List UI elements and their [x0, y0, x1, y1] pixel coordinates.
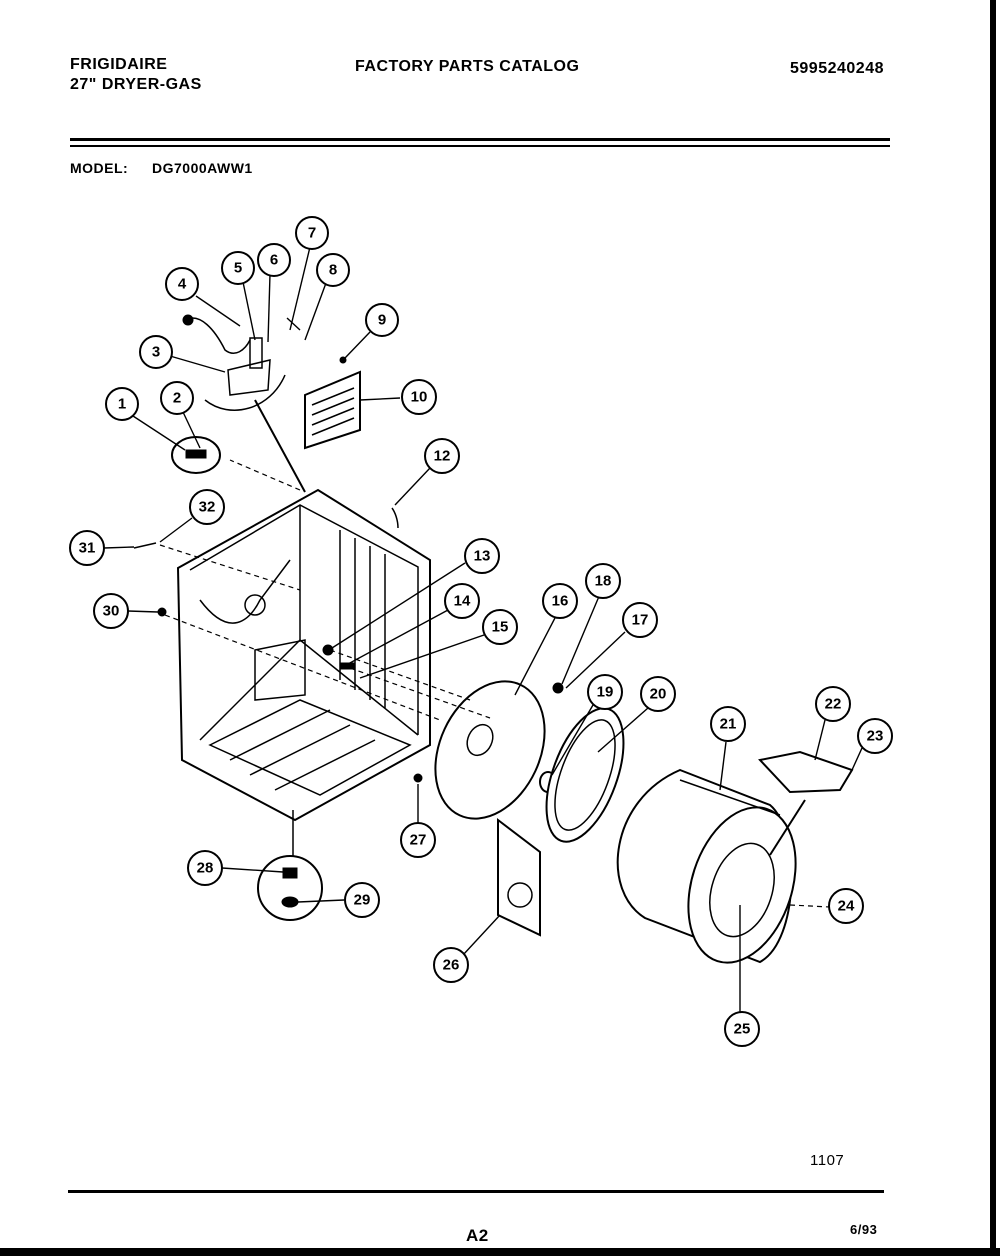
callout-2: 2	[160, 381, 194, 415]
callout-1: 1	[105, 387, 139, 421]
callout-label: 2	[173, 390, 181, 407]
callout-label: 10	[411, 389, 428, 406]
header-rule-top	[70, 138, 890, 141]
callout-label: 9	[378, 312, 386, 329]
callout-23: 23	[857, 718, 893, 754]
cabinet-assembly	[176, 399, 431, 822]
callout-label: 14	[454, 593, 471, 610]
callout-label: 3	[152, 344, 160, 361]
callout-7: 7	[295, 216, 329, 250]
callout-label: 8	[329, 262, 337, 279]
callout-label: 32	[199, 499, 216, 516]
callout-25: 25	[724, 1011, 760, 1047]
callout-5: 5	[221, 251, 255, 285]
figure-number: 1107	[810, 1152, 845, 1169]
callout-3: 3	[139, 335, 173, 369]
leveling-leg	[257, 810, 323, 921]
callout-label: 12	[434, 448, 451, 465]
callout-9: 9	[365, 303, 399, 337]
callout-label: 4	[178, 276, 187, 293]
callout-26: 26	[433, 947, 469, 983]
callout-19: 19	[587, 674, 623, 710]
catalog-number: 5995240248	[790, 60, 884, 77]
callout-label: 16	[552, 593, 569, 610]
callout-label: 31	[79, 540, 96, 557]
revision-date: 6/93	[850, 1222, 878, 1237]
callout-label: 26	[443, 957, 460, 974]
top-parts	[133, 314, 399, 670]
callout-label: 1	[118, 396, 126, 413]
callout-label: 30	[103, 603, 120, 620]
callout-leaders	[103, 246, 863, 1012]
callout-8: 8	[316, 253, 350, 287]
model-label: MODEL:	[70, 160, 129, 176]
callout-4: 4	[165, 267, 199, 301]
callout-label: 23	[867, 728, 884, 745]
drum-assembly	[616, 750, 854, 964]
callout-32: 32	[189, 489, 225, 525]
callout-14: 14	[444, 583, 480, 619]
product-name: 27" DRYER-GAS	[70, 76, 202, 93]
callout-28: 28	[187, 850, 223, 886]
callout-label: 24	[838, 898, 855, 915]
callout-label: 22	[825, 696, 842, 713]
callout-24: 24	[828, 888, 864, 924]
callout-20: 20	[640, 676, 676, 712]
callout-label: 17	[632, 612, 649, 629]
callout-label: 27	[410, 832, 427, 849]
callout-label: 29	[354, 892, 371, 909]
callout-13: 13	[464, 538, 500, 574]
page-code: A2	[466, 1226, 489, 1245]
callout-label: 5	[234, 260, 242, 277]
callout-29: 29	[344, 882, 380, 918]
callout-30: 30	[93, 593, 129, 629]
brand-name: FRIGIDAIRE	[70, 56, 168, 73]
callout-15: 15	[482, 609, 518, 645]
callout-label: 7	[308, 225, 316, 242]
callout-label: 20	[650, 686, 667, 703]
callout-27: 27	[400, 822, 436, 858]
callout-label: 28	[197, 860, 214, 877]
callout-18: 18	[585, 563, 621, 599]
footer-rule	[68, 1190, 884, 1193]
callout-12: 12	[424, 438, 460, 474]
callout-label: 15	[492, 619, 509, 636]
callout-label: 13	[474, 548, 491, 565]
callout-label: 19	[597, 684, 614, 701]
callout-label: 6	[270, 252, 278, 269]
callout-22: 22	[815, 686, 851, 722]
frame-edge-bottom	[0, 1248, 1000, 1256]
front-bulkhead	[413, 680, 625, 937]
callout-10: 10	[401, 379, 437, 415]
callout-label: 25	[734, 1021, 751, 1038]
callout-21: 21	[710, 706, 746, 742]
header-rule-bottom	[70, 145, 890, 147]
model-number: DG7000AWW1	[152, 160, 253, 176]
alignment-lines	[159, 459, 831, 908]
callout-6: 6	[257, 243, 291, 277]
callout-label: 21	[720, 716, 737, 733]
frame-edge-right	[990, 0, 996, 1256]
callout-label: 18	[595, 573, 612, 590]
callout-31: 31	[69, 530, 105, 566]
callout-17: 17	[622, 602, 658, 638]
catalog-title: FACTORY PARTS CATALOG	[355, 58, 580, 75]
callout-16: 16	[542, 583, 578, 619]
